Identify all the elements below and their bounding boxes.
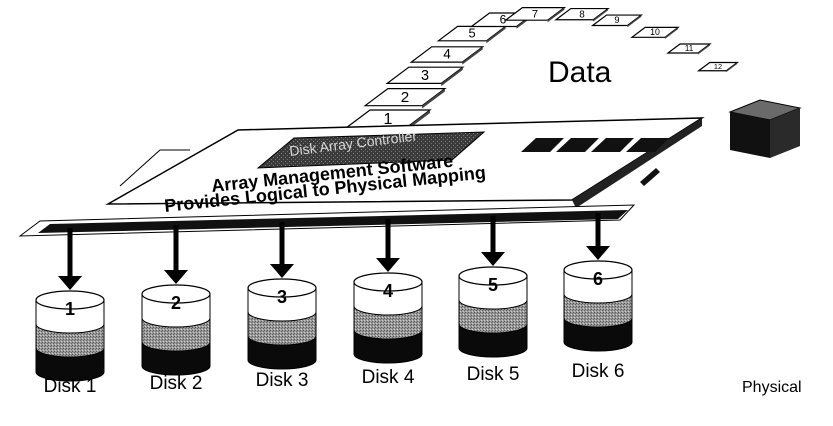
data-block: 9: [590, 14, 644, 28]
disk-label: Disk 1: [44, 376, 97, 397]
disk-number: 5: [488, 275, 498, 295]
data-block: 8: [554, 7, 610, 22]
array-bus: [18, 204, 636, 237]
disk-label: Disk 4: [362, 367, 415, 388]
data-block-label: 3: [421, 68, 429, 84]
data-block-label: 6: [500, 13, 507, 27]
down-arrow: [164, 225, 188, 284]
down-arrow: [481, 216, 505, 266]
data-block-label: 10: [650, 27, 660, 37]
data-block-label: 5: [468, 26, 475, 41]
data-block: 5: [436, 26, 508, 44]
data-block-label: 4: [443, 47, 451, 62]
data-block-label: 12: [714, 62, 722, 71]
data-block-label: 11: [685, 44, 694, 53]
disk-label: Disk 2: [150, 373, 203, 394]
data-block: 12: [696, 61, 740, 73]
down-arrow: [376, 219, 400, 272]
data-block: 2: [363, 87, 447, 109]
down-arrow: [270, 222, 294, 278]
disk-number: 1: [65, 299, 75, 319]
disk-label: Disk 6: [572, 361, 625, 382]
data-block: 11: [666, 43, 712, 55]
data-block-label: 9: [614, 15, 619, 25]
disk-label: Disk 5: [467, 364, 520, 385]
disk-number: 3: [277, 287, 287, 307]
data-block: 4: [409, 46, 485, 65]
data-block-label: 8: [579, 9, 585, 20]
physical-storage-block: [728, 99, 802, 158]
disk-number: 2: [171, 293, 181, 313]
data-block: 3: [385, 66, 465, 87]
physical-label: Physical: [742, 379, 802, 396]
data-block: 10: [630, 26, 680, 39]
disk-number: 6: [593, 269, 603, 289]
disk-label: Disk 3: [256, 370, 309, 391]
data-block-label: 2: [401, 89, 409, 106]
controller-board: [105, 117, 705, 208]
down-arrow: [586, 213, 610, 260]
data-label: Data: [548, 56, 612, 89]
data-block-label: 7: [532, 8, 538, 20]
disk-number: 4: [383, 281, 393, 301]
data-block: 7: [503, 6, 567, 23]
down-arrow: [58, 228, 82, 290]
data-block-label: 1: [384, 111, 393, 128]
arrows: [58, 213, 610, 290]
